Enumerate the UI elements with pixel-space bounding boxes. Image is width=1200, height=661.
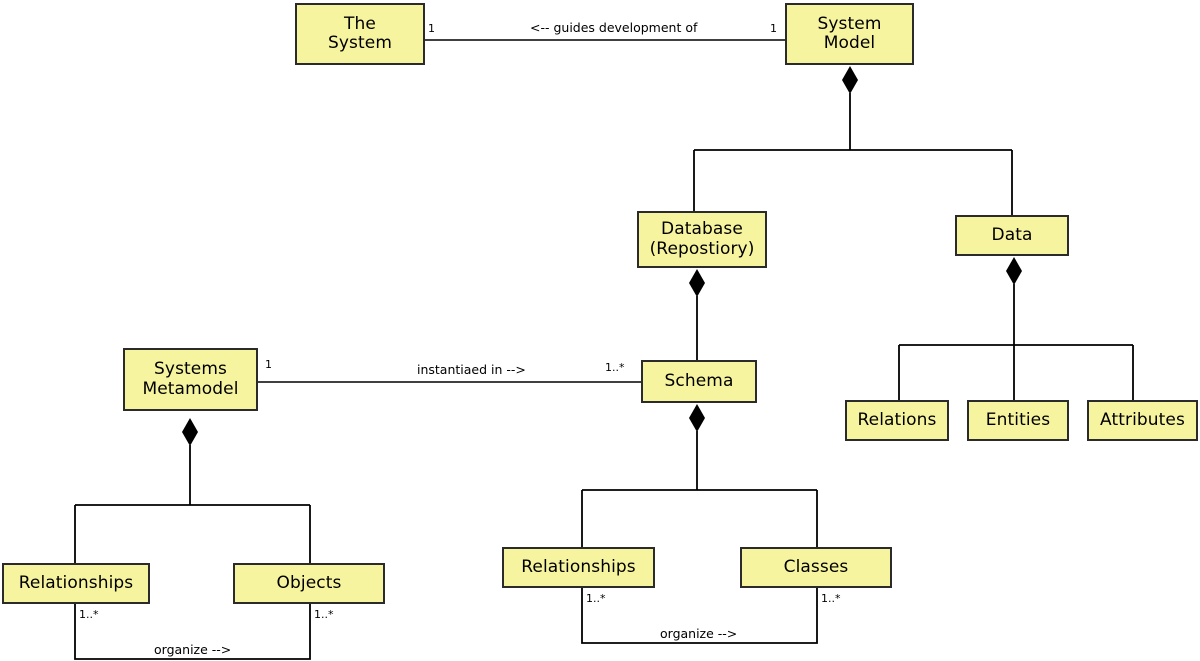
node-data[interactable]: Data [955,215,1069,256]
multiplicity-schema-side: 1..* [605,361,625,374]
label-organize-left: organize --> [150,642,236,657]
multiplicity-relationships-schema: 1..* [586,592,606,605]
node-database-repository[interactable]: Database (Repostiory) [637,211,767,268]
node-classes[interactable]: Classes [740,547,892,588]
node-objects[interactable]: Objects [233,563,385,604]
multiplicity-metamodel-side: 1 [265,358,272,371]
multiplicity-relationships-metamodel: 1..* [79,608,99,621]
edge-relationships-organize-classes[interactable] [581,588,818,644]
node-systems-metamodel[interactable]: Systems Metamodel [123,348,258,411]
node-entities[interactable]: Entities [967,400,1069,441]
multiplicity-objects: 1..* [314,608,334,621]
multiplicity-system-model-side: 1 [770,22,777,35]
composition-diamond-schema [689,404,705,432]
label-instantiated-in: instantiaed in --> [417,362,526,377]
node-the-system[interactable]: The System [295,3,425,65]
composition-diamond-database [689,269,705,297]
edge-relationships-organize-objects[interactable] [74,604,311,660]
node-schema[interactable]: Schema [641,360,757,403]
node-relationships-schema[interactable]: Relationships [502,547,655,588]
node-relationships-metamodel[interactable]: Relationships [2,563,150,604]
composition-diamond-system-model [842,66,858,94]
node-relations[interactable]: Relations [845,400,949,441]
node-system-model[interactable]: System Model [785,3,914,65]
multiplicity-classes: 1..* [821,592,841,605]
multiplicity-the-system-side: 1 [428,22,435,35]
node-attributes[interactable]: Attributes [1087,400,1198,441]
label-guides-development-of: <-- guides development of [530,20,698,35]
label-organize-right: organize --> [656,626,742,641]
composition-diamond-data [1006,257,1022,285]
composition-diamond-metamodel [182,418,198,446]
